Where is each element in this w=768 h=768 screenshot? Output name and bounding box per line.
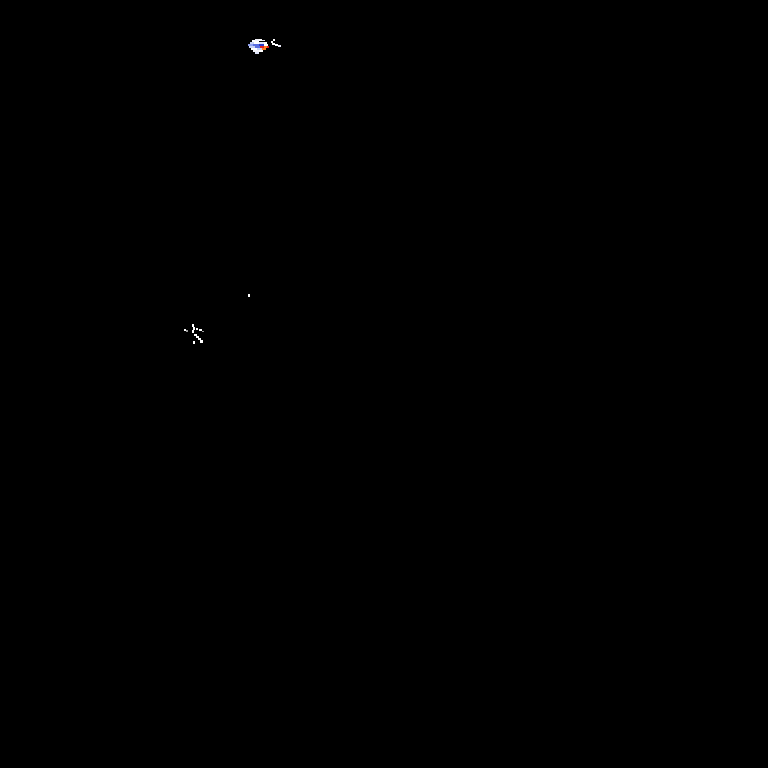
bright-pixel <box>249 46 255 48</box>
bright-pixel <box>248 44 253 46</box>
diagonal-streak-cluster <box>180 320 214 354</box>
bright-pixel <box>267 46 269 48</box>
bright-pixel <box>193 327 195 330</box>
bright-pixel <box>264 46 267 48</box>
bright-pixel <box>255 39 259 41</box>
bright-pixel <box>259 39 262 41</box>
lone-speck-cluster <box>246 291 254 299</box>
bright-pixel <box>248 294 250 297</box>
bright-pixel <box>199 329 202 331</box>
bright-pixel <box>254 41 259 44</box>
bright-pixel <box>264 42 267 44</box>
colored-comet-cluster <box>244 36 288 62</box>
bright-pixel <box>198 338 201 340</box>
bright-pixel <box>184 329 186 331</box>
bright-pixel <box>257 48 262 50</box>
bright-pixel <box>260 46 264 48</box>
bright-pixel <box>196 328 198 330</box>
bright-pixel <box>255 46 260 48</box>
bright-pixel <box>251 48 257 50</box>
bright-pixel <box>272 43 275 45</box>
bright-pixel <box>278 45 281 47</box>
bright-pixel <box>273 39 275 41</box>
bright-pixel <box>259 44 264 46</box>
bright-pixel <box>259 42 264 44</box>
bright-pixel <box>196 336 199 338</box>
bright-pixel <box>202 331 204 332</box>
bright-pixel <box>262 48 266 50</box>
bright-pixel <box>194 334 197 336</box>
bright-pixel <box>262 40 265 41</box>
bright-pixel <box>259 50 263 52</box>
bright-pixel <box>193 341 195 344</box>
bright-pixel <box>192 324 194 327</box>
bright-pixel <box>253 44 259 46</box>
bright-pixel <box>250 42 254 44</box>
bright-pixel <box>252 40 255 42</box>
bright-pixel <box>271 41 273 43</box>
bright-pixel <box>253 50 259 52</box>
bright-pixel <box>200 340 203 343</box>
bright-pixel <box>255 52 259 54</box>
bright-pixel <box>186 330 188 332</box>
bright-pixel <box>275 44 278 46</box>
bright-pixel <box>264 44 268 46</box>
bright-pixel <box>192 330 194 333</box>
